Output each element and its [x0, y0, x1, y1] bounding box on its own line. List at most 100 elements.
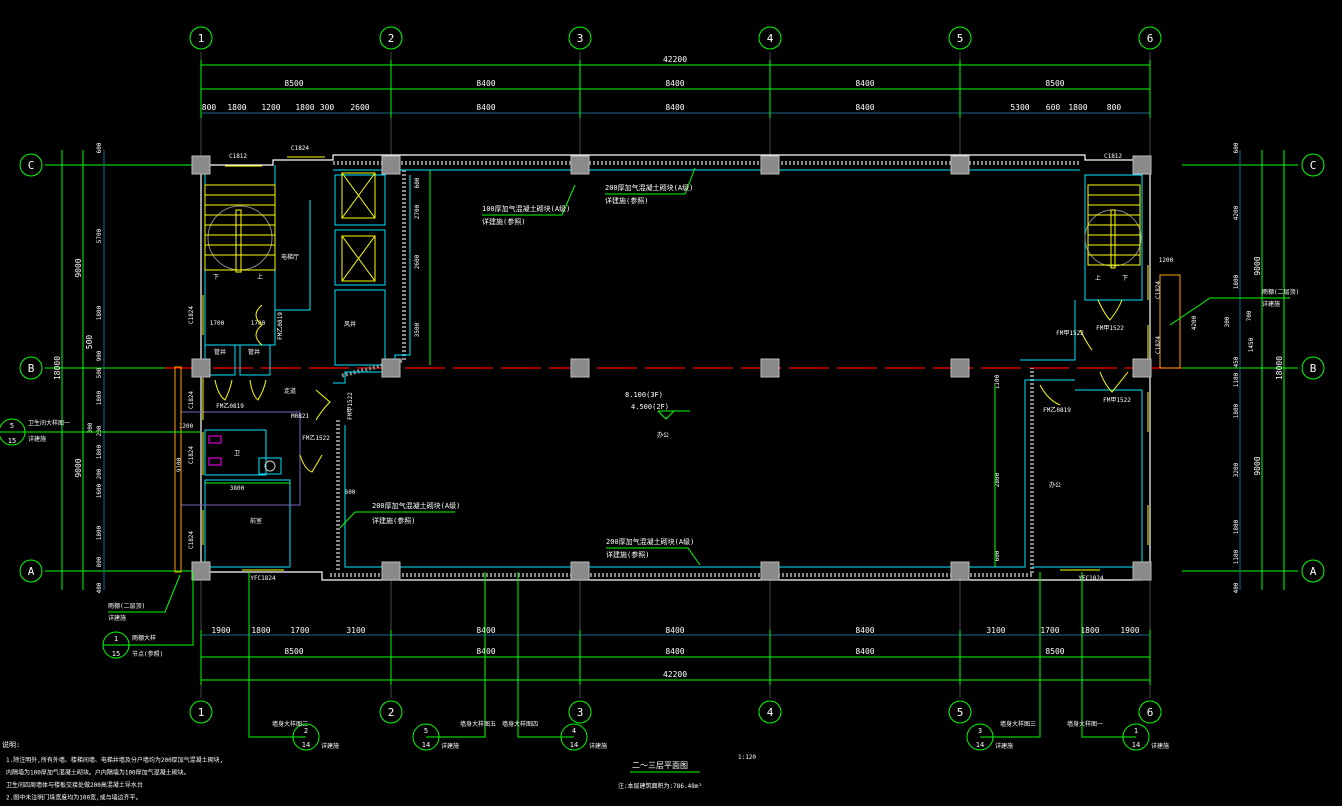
room-label: 上 — [257, 273, 263, 281]
leader-line — [1169, 297, 1290, 326]
axis-label: 4 — [767, 32, 774, 45]
leader-line — [1081, 572, 1136, 738]
section-bubble — [560, 723, 588, 751]
stair-treads — [205, 194, 275, 256]
dimension-text: 1200 — [261, 103, 280, 112]
notes-heading: 说明: — [2, 740, 20, 749]
section-bubble — [1122, 723, 1150, 751]
axis-bubble — [758, 26, 782, 50]
dimension-text: 1700 — [251, 320, 266, 327]
room-label: 电梯厅 — [281, 253, 299, 261]
elevation-text: 8.100(3F) — [625, 391, 663, 399]
dimension-text: 8400 — [476, 626, 495, 635]
dimension-text: 2600 — [350, 103, 369, 112]
dimension-text: 4200 — [1233, 205, 1240, 220]
dimension-text: 450 — [1233, 356, 1240, 367]
dimension-text: 800 — [96, 556, 103, 567]
room-label: 卫 — [234, 450, 240, 457]
callout-text: 详建施 — [321, 742, 339, 750]
dimension-text: 8400 — [476, 647, 495, 656]
door-swing — [315, 389, 331, 421]
callout-text: 雨棚(二层顶) — [108, 602, 145, 610]
bubble-text: 1 — [114, 635, 118, 643]
dimension-text: 1800 — [1233, 274, 1240, 289]
dimension-text: 8400 — [665, 79, 684, 88]
bubble-text: 15 — [8, 437, 16, 445]
dimension-text: 1200 — [1159, 257, 1174, 264]
column — [1132, 155, 1152, 175]
axis-label: C — [28, 159, 35, 172]
canopy-right — [1159, 274, 1181, 369]
dimension-text: 3200 — [1233, 462, 1240, 477]
dimension-text: 5300 — [1010, 103, 1029, 112]
callout-text: 详建施 — [995, 742, 1013, 750]
opening-label: FM甲1522 — [347, 392, 354, 420]
leader-line — [517, 572, 574, 738]
column — [570, 155, 590, 175]
axis-bubble — [568, 26, 592, 50]
axis-label: 3 — [577, 32, 584, 45]
dimension-text: 600 — [1233, 142, 1240, 153]
dimension-text: 1700 — [210, 320, 225, 327]
axis-label: 5 — [957, 706, 964, 719]
callout-text: 200厚加气混凝土砌块(A级) — [606, 537, 694, 546]
axis-label: B — [1310, 362, 1317, 375]
dimension-text: 200 — [96, 468, 103, 479]
axis-bubble — [189, 700, 213, 724]
dimension-text: 600 — [994, 550, 1001, 561]
column — [760, 155, 780, 175]
opening-label: C1824 — [188, 391, 195, 409]
opening-label: C1824 — [1155, 336, 1162, 354]
axis-bubble — [189, 26, 213, 50]
column — [950, 358, 970, 378]
axis-label: 1 — [198, 706, 205, 719]
opening-label: C1824 — [1155, 281, 1162, 299]
dimension-text: 1900 — [211, 626, 230, 635]
bubble-text: 5 — [424, 727, 428, 735]
windows — [202, 156, 1149, 571]
opening-label: C1812 — [1104, 153, 1122, 160]
dimension-text: 1600 — [96, 483, 103, 498]
dimension-text: 8500 — [1045, 79, 1064, 88]
leader-line — [482, 184, 576, 216]
dimension-text: 300 — [1224, 316, 1231, 327]
dimension-text: 2800 — [994, 472, 1001, 487]
callout-text: 100厚加气混凝土砌块(A级) — [482, 204, 570, 213]
callout-text: 详建施 — [1151, 742, 1169, 750]
dimension-text: 5700 — [96, 228, 103, 243]
inner-wall — [1032, 389, 1143, 568]
elevator-car — [341, 235, 376, 282]
note-line: 2.图中未注明门垛宽度均为100宽,或与墙边齐平。 — [6, 794, 142, 802]
axis-bubble — [948, 26, 972, 50]
dimension-text: 42200 — [663, 670, 687, 679]
opening-label: C1812 — [229, 153, 247, 160]
axis-bubble — [379, 26, 403, 50]
stair-enclosure-right — [1084, 174, 1143, 301]
door-swing — [1039, 384, 1061, 406]
column — [570, 561, 590, 581]
column — [950, 155, 970, 175]
column — [191, 155, 211, 175]
leader-line — [606, 547, 701, 566]
leader-line — [108, 574, 181, 613]
bubble-text: 2 — [304, 727, 308, 735]
opening-label: YFC1824 — [250, 575, 276, 582]
dimension-text: 8400 — [855, 103, 874, 112]
callout-text: 详建施 — [441, 742, 459, 750]
bubble-text: 14 — [302, 741, 310, 749]
dimension-text: 9100 — [176, 457, 183, 472]
dimension-text: 500 — [96, 367, 103, 378]
dimension-text: 1800 — [1068, 103, 1087, 112]
axis-bubble — [1138, 700, 1162, 724]
dimension-text: 1700 — [1040, 626, 1059, 635]
annotations: 100厚加气混凝土砌块(A级)详建施(参照)200厚加气混凝土砌块(A级)详建施… — [0, 145, 1299, 802]
axis-label: 6 — [1147, 706, 1154, 719]
room-label: 下 — [213, 274, 219, 281]
dimension-text: 3100 — [346, 626, 365, 635]
elevation-symbol — [657, 410, 690, 420]
dimension-text: 600 — [1046, 103, 1061, 112]
axis-label: 3 — [577, 706, 584, 719]
axis-bubble — [1301, 356, 1325, 380]
dimension-text: 1800 — [1080, 626, 1099, 635]
stair-right — [1084, 184, 1142, 269]
